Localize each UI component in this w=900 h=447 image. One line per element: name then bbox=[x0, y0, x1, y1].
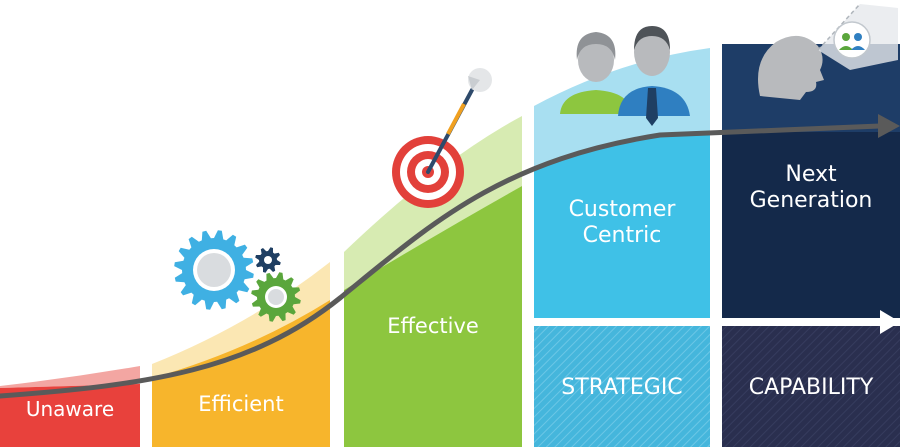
target-icon bbox=[392, 68, 492, 208]
stage-label-unaware: Unaware bbox=[25, 397, 115, 421]
stage-customer-centric-block bbox=[534, 132, 710, 318]
stage-label-effective: Effective bbox=[387, 314, 479, 338]
stage-efficient-shadow bbox=[152, 262, 330, 378]
band-label-strategic: STRATEGIC bbox=[561, 375, 683, 400]
thinking-head-icon bbox=[758, 3, 898, 100]
stage-next-generation bbox=[722, 44, 900, 318]
strategic-band bbox=[534, 326, 710, 447]
stage-label-customer-centric: Customer Centric bbox=[568, 197, 676, 248]
stage-customer-centric bbox=[534, 48, 710, 318]
stage-label-efficient: Efficient bbox=[198, 392, 284, 416]
band-divider-arrow bbox=[534, 310, 900, 334]
stage-effective-block bbox=[344, 186, 522, 447]
stage-unaware-shadow bbox=[0, 366, 140, 388]
stage-next-generation-block bbox=[722, 132, 900, 318]
stage-label-next-generation: Next Generation bbox=[749, 162, 873, 213]
gears-icon bbox=[174, 230, 301, 322]
growth-curve-arrow bbox=[0, 114, 900, 399]
capability-band bbox=[722, 326, 900, 447]
band-label-capability: CAPABILITY bbox=[748, 375, 874, 400]
stage-unaware bbox=[0, 366, 140, 447]
stage-unaware-block bbox=[0, 384, 140, 447]
people-icon bbox=[560, 26, 690, 126]
